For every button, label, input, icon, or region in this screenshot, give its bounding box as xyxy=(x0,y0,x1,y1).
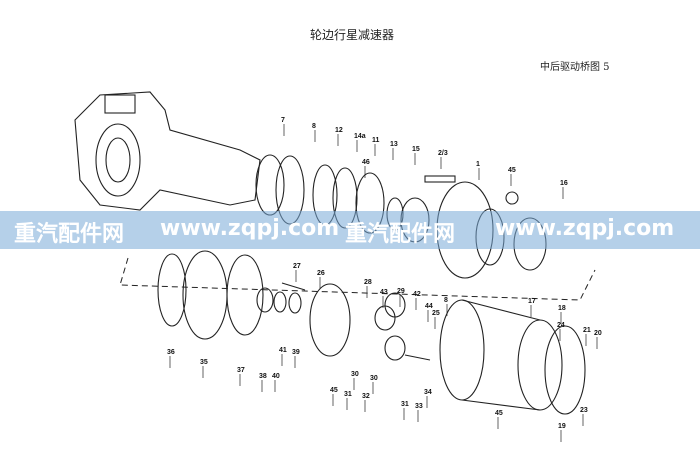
part-callout: 25 xyxy=(432,310,440,317)
part-callout: 21 xyxy=(583,327,591,334)
planetary-assembly-bottom xyxy=(157,250,586,415)
part-callout: 36 xyxy=(167,349,175,356)
part-callout: 30 xyxy=(351,371,359,378)
watermark-text: 重汽配件网 xyxy=(345,222,456,247)
part-callout: 42 xyxy=(413,291,421,298)
part-callout: 1 xyxy=(476,161,480,168)
part-callout: 38 xyxy=(259,373,267,380)
part-callout: 43 xyxy=(380,289,388,296)
part-callout: 46 xyxy=(362,159,370,166)
part-callout: 16 xyxy=(560,180,568,187)
part-callout: 31 xyxy=(344,391,352,398)
part-callout: 26 xyxy=(317,270,325,277)
part-callout: 24 xyxy=(557,322,565,329)
part-callout: 29 xyxy=(397,288,405,295)
part-callout: 23 xyxy=(580,407,588,414)
part-callout: 40 xyxy=(272,373,280,380)
watermark-url: www.zqpj.com xyxy=(495,216,675,241)
part-callout: 37 xyxy=(237,367,245,374)
part-callout: 31 xyxy=(401,401,409,408)
diagram-title: 轮边行星减速器 xyxy=(310,28,395,42)
part-callout: 28 xyxy=(364,279,372,286)
part-callout: 34 xyxy=(424,389,432,396)
part-callout: 30 xyxy=(370,375,378,382)
part-callout: 11 xyxy=(372,137,380,144)
part-callout: 32 xyxy=(362,393,370,400)
part-callout: 14a xyxy=(354,133,366,140)
part-callout: 2/3 xyxy=(438,150,448,157)
part-callout: 35 xyxy=(200,359,208,366)
watermark-text: 重汽配件网 xyxy=(14,222,125,247)
part-callout: 8 xyxy=(444,297,448,304)
watermark-url: www.zqpj.com xyxy=(160,216,340,241)
diagram-subtitle: 中后驱动桥图 5 xyxy=(540,62,610,73)
part-callout: 27 xyxy=(293,263,301,270)
part-callout: 45 xyxy=(508,167,516,174)
part-callout: 20 xyxy=(594,330,602,337)
part-callout: 45 xyxy=(330,387,338,394)
part-callout: 15 xyxy=(412,146,420,153)
axle-housing xyxy=(74,91,261,211)
part-callout: 7 xyxy=(281,117,285,124)
part-callout: 12 xyxy=(335,127,343,134)
part-callout: 44 xyxy=(425,303,433,310)
part-callout: 18 xyxy=(558,305,566,312)
part-callout: 8 xyxy=(312,123,316,130)
part-callout: 13 xyxy=(390,141,398,148)
part-callout: 41 xyxy=(279,347,287,354)
part-callout: 19 xyxy=(558,423,566,430)
part-callout: 17 xyxy=(528,298,536,305)
watermark-banner: 重汽配件网 www.zqpj.com 重汽配件网 www.zqpj.com xyxy=(0,211,700,249)
part-callout: 33 xyxy=(415,403,423,410)
part-callout: 45 xyxy=(495,410,503,417)
assembly-boundary xyxy=(119,257,596,301)
part-callout: 39 xyxy=(292,349,300,356)
